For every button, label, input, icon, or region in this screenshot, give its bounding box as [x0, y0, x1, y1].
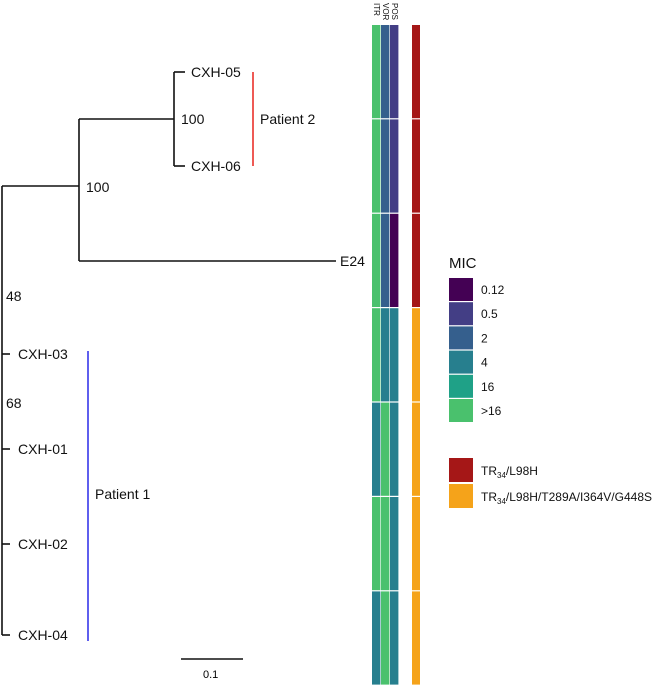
tip-label-cxh05: CXH-05 [191, 64, 241, 80]
heatmap-cell-cxh-04-pos [390, 591, 399, 685]
tip-label-cxh04: CXH-04 [18, 627, 68, 643]
mutation-cell-cxh-05 [412, 25, 420, 119]
heatmap-cell-cxh-01-vor [381, 402, 390, 496]
heatmap-cell-cxh-05-vor [381, 25, 390, 119]
heatmap-cell-cxh-02-itr [372, 497, 381, 591]
mutation-cell-cxh-02 [412, 497, 420, 591]
mutation-strip [412, 25, 420, 685]
column-label-itr: ITR [372, 3, 381, 16]
tip-label-e24: E24 [340, 253, 365, 269]
heatmap-cell-cxh-05-itr [372, 25, 381, 119]
heatmap-cell-cxh-03-pos [390, 308, 399, 402]
mutation-cell-cxh-04 [412, 591, 420, 685]
mic-legend-label: 16 [481, 380, 495, 394]
mic-legend-label: >16 [481, 404, 502, 418]
mutation-cell-e24 [412, 213, 420, 307]
column-label-pos: POS [390, 3, 399, 20]
mic-legend-swatch [449, 302, 473, 326]
mic-legend-swatch [449, 278, 473, 301]
heatmap-cell-cxh-03-vor [381, 308, 390, 402]
heatmap-cell-cxh-03-itr [372, 308, 381, 402]
bootstrap-label-lower-clade: 68 [6, 395, 22, 411]
bootstrap-label-node-b: 100 [86, 179, 110, 195]
scale-bar-label: 0.1 [203, 669, 218, 681]
mic-legend-title: MIC [449, 255, 477, 272]
heatmap-cell-cxh-06-vor [381, 119, 390, 213]
heatmap-cell-cxh-05-pos [390, 25, 399, 119]
patient-2-label: Patient 2 [260, 111, 315, 127]
mic-legend-swatch [449, 399, 473, 422]
tip-label-cxh06: CXH-06 [191, 158, 241, 174]
tip-label-cxh01: CXH-01 [18, 441, 68, 457]
mic-legend-label: 4 [481, 356, 488, 370]
mic-legend-label: 0.12 [481, 283, 505, 297]
mic-legend-swatch [449, 350, 473, 374]
tree-branches [1, 71, 336, 636]
heatmap-cell-cxh-02-vor [381, 497, 390, 591]
mic-legend-label: 2 [481, 331, 488, 345]
heatmap-cell-e24-pos [390, 213, 399, 307]
heatmap-cell-cxh-04-vor [381, 591, 390, 685]
heatmap-cell-cxh-06-itr [372, 119, 381, 213]
heatmap-cell-cxh-01-pos [390, 402, 399, 496]
mutation-legend-label: TR34/L98H [481, 464, 538, 480]
mutation-cell-cxh-06 [412, 119, 420, 213]
heatmap-cell-cxh-06-pos [390, 119, 399, 213]
patient-1-label: Patient 1 [95, 486, 150, 502]
mic-legend: 0.12 0.5 2 4 16 >16 [449, 278, 505, 422]
mutation-cell-cxh-01 [412, 402, 420, 496]
heatmap-cell-e24-itr [372, 213, 381, 307]
heatmap-cell-cxh-04-itr [372, 591, 381, 685]
mutation-legend-swatch [449, 484, 473, 508]
mutation-cell-cxh-03 [412, 308, 420, 402]
heatmap-cell-cxh-01-itr [372, 402, 381, 496]
column-label-vor: VOR [381, 3, 390, 21]
mic-legend-swatch [449, 326, 473, 350]
bootstrap-label-node-a: 100 [181, 111, 205, 127]
bootstrap-label-root: 48 [6, 288, 22, 304]
heatmap-cell-cxh-02-pos [390, 497, 399, 591]
heatmap-cell-e24-vor [381, 213, 390, 307]
mutation-legend-swatch [449, 458, 473, 482]
tip-label-cxh02: CXH-02 [18, 536, 68, 552]
mic-legend-label: 0.5 [481, 307, 498, 321]
mic-heatmap [372, 25, 399, 685]
tip-label-cxh03: CXH-03 [18, 346, 68, 362]
mic-legend-swatch [449, 374, 473, 398]
mutation-legend: TR34/L98H TR34/L98H/T289A/I364V/G448S [449, 458, 652, 508]
mutation-legend-label: TR34/L98H/T289A/I364V/G448S [481, 490, 652, 506]
